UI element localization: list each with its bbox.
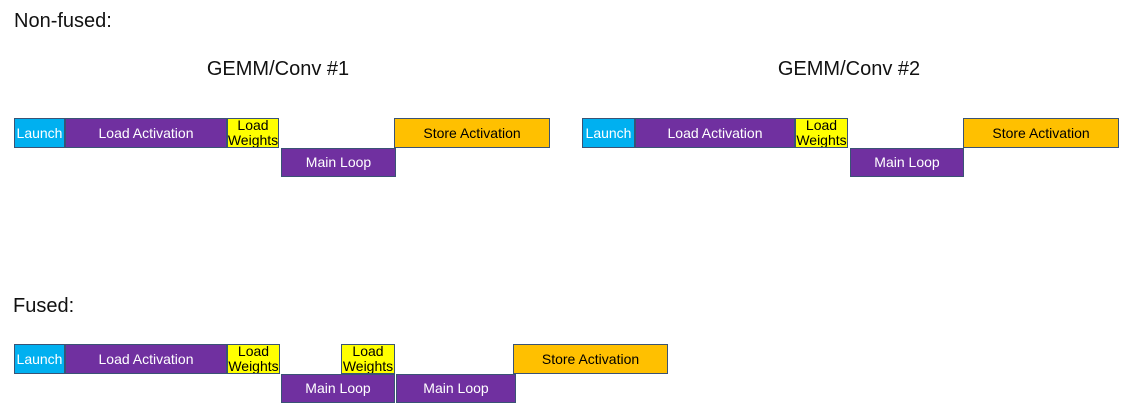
non-fused-1-load-activation-bar: Load Activation <box>65 118 227 148</box>
fused-store-activation-bar: Store Activation <box>513 344 668 374</box>
non-fused-2-launch-bar: Launch <box>582 118 635 148</box>
fused-load-weights-bar: Load Weights <box>341 344 395 374</box>
fused-launch-bar: Launch <box>14 344 65 374</box>
fused-heading: Fused: <box>13 295 75 317</box>
gemm-conv-1-title: GEMM/Conv #1 <box>206 58 350 80</box>
non-fused-heading: Non-fused: <box>14 10 112 32</box>
non-fused-1-launch-bar: Launch <box>14 118 65 148</box>
fused-load-activation-bar: Load Activation <box>65 344 227 374</box>
non-fused-1-main-loop-bar: Main Loop <box>281 148 396 177</box>
non-fused-2-main-loop-bar: Main Loop <box>850 148 964 177</box>
gemm-conv-2-title: GEMM/Conv #2 <box>777 58 921 80</box>
non-fused-2-load-activation-bar: Load Activation <box>635 118 795 148</box>
non-fused-2-store-activation-bar: Store Activation <box>963 118 1119 148</box>
non-fused-1-load-weights-bar: Load Weights <box>227 118 279 148</box>
non-fused-1-store-activation-bar: Store Activation <box>394 118 550 148</box>
fused-main-loop-bar: Main Loop <box>281 374 395 403</box>
fused-load-weights-bar: Load Weights <box>227 344 280 374</box>
fused-main-loop-bar: Main Loop <box>396 374 516 403</box>
non-fused-2-load-weights-bar: Load Weights <box>795 118 848 148</box>
